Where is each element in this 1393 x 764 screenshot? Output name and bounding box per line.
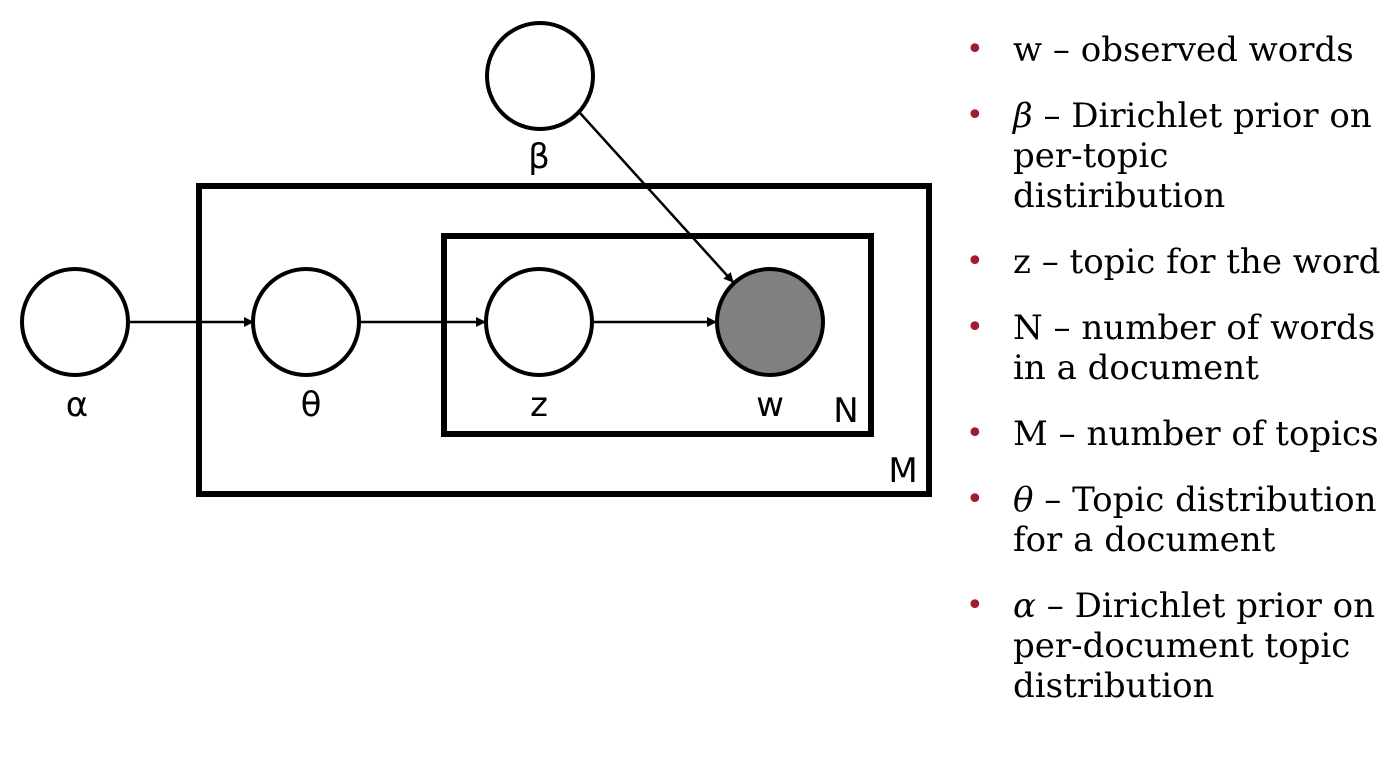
legend-symbol: M xyxy=(1013,414,1048,454)
node-beta xyxy=(485,21,595,131)
legend-text: – Topic distribution for a document xyxy=(1013,480,1377,560)
outer-plate xyxy=(196,183,932,497)
label-alpha: α xyxy=(66,385,88,425)
bullet-dot: • xyxy=(966,482,984,517)
bullet-dot: • xyxy=(966,416,984,451)
label-beta: β xyxy=(528,137,550,177)
bullet-dot: • xyxy=(966,588,984,623)
legend-text: – Dirichlet prior on per-document topic … xyxy=(1013,586,1376,706)
bullet-dot: • xyxy=(966,98,984,133)
legend-item-beta: • β – Dirichlet prior on per-topic distir… xyxy=(962,96,1387,216)
legend-list: • w – observed words • β – Dirichlet prior… xyxy=(962,30,1387,732)
legend-text: – observed words xyxy=(1042,30,1354,70)
label-plate-m: M xyxy=(888,451,917,491)
legend-symbol: z xyxy=(1013,242,1031,282)
inner-plate xyxy=(441,233,874,437)
label-w: w xyxy=(756,385,784,425)
legend-text: – topic for the word xyxy=(1030,242,1381,282)
legend-item-z: • z – topic for the word xyxy=(962,242,1387,282)
node-z xyxy=(484,267,594,377)
legend-symbol: β xyxy=(1013,96,1033,136)
bullet-dot: • xyxy=(966,244,984,279)
bullet-dot: • xyxy=(966,32,984,67)
node-alpha xyxy=(20,267,130,377)
bullet-dot: • xyxy=(966,310,984,345)
legend-item-n: • N – number of words in a document xyxy=(962,308,1387,388)
label-theta: θ xyxy=(301,385,322,425)
legend-symbol: w xyxy=(1013,30,1043,70)
legend-item-theta: • θ – Topic distribution for a document xyxy=(962,480,1387,560)
label-plate-n: N xyxy=(833,391,858,431)
label-z: z xyxy=(530,385,548,425)
legend-text: – Dirichlet prior on per-topic distiribu… xyxy=(1013,96,1372,216)
legend-symbol: θ xyxy=(1013,480,1034,520)
node-w-observed xyxy=(715,267,825,377)
legend-text: – number of topics xyxy=(1047,414,1379,454)
legend-symbol: α xyxy=(1013,586,1036,626)
legend-item-alpha: • α – Dirichlet prior on per-document top… xyxy=(962,586,1387,706)
edge-beta-w xyxy=(579,112,734,283)
legend-symbol: N xyxy=(1013,308,1043,348)
node-theta xyxy=(251,267,361,377)
legend-item-m: • M – number of topics xyxy=(962,414,1387,454)
legend-item-w: • w – observed words xyxy=(962,30,1387,70)
lda-plate-diagram: α θ z w β N M xyxy=(20,21,932,497)
legend-text: – number of words in a document xyxy=(1013,308,1376,388)
